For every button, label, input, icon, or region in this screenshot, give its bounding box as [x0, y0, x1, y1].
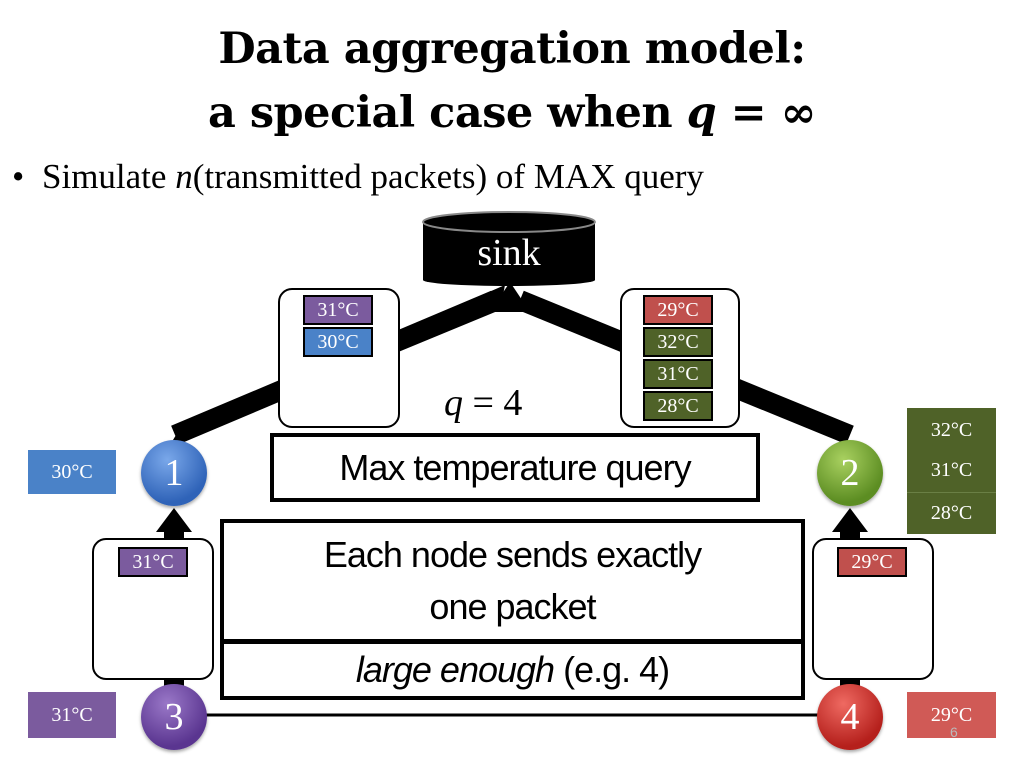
side-chip-node2-2: 28°C: [907, 492, 996, 533]
chip-node2-buffer-1: 32°C: [643, 327, 713, 357]
chip-node2-buffer-2: 31°C: [643, 359, 713, 389]
chip-node1-buffer-1: 30°C: [303, 327, 373, 357]
bullet-dot-icon: •: [12, 157, 25, 196]
sink-label: sink: [477, 232, 541, 274]
page-number: 6: [950, 724, 958, 740]
slide-title-line-1: Data aggregation model:: [0, 24, 1024, 74]
query-box: Max temperature query: [270, 433, 760, 502]
bullet-text-suffix: (transmitted packets) of MAX query: [192, 157, 704, 196]
large-enough-text: large enough: [355, 649, 555, 690]
bullet-text-prefix: Simulate: [42, 157, 176, 196]
side-chip-node2-group: 32°C 31°C 28°C: [907, 408, 996, 534]
q-formula: q = 4: [444, 380, 564, 426]
node-1: 1: [141, 440, 207, 506]
chip-node2-buffer-0: 29°C: [643, 295, 713, 325]
chip-node2-buffer-3: 28°C: [643, 391, 713, 421]
side-chip-node3: 31°C: [28, 692, 116, 738]
side-chip-node4: 29°C: [907, 692, 996, 738]
q-variable: q: [444, 382, 463, 424]
node-3: 3: [141, 684, 207, 750]
chip-node4-buffer-0: 29°C: [837, 547, 907, 577]
note-box-line-2: one packet: [429, 586, 596, 627]
node-2: 2: [817, 440, 883, 506]
title-text-prefix: a special case when: [208, 88, 687, 138]
arrowhead-to-node1: [156, 508, 192, 532]
arrowhead-to-node2: [832, 508, 868, 532]
chip-node1-buffer-0: 31°C: [303, 295, 373, 325]
side-chip-node2-0: 32°C: [930, 419, 973, 441]
example-text: (e.g. 4): [554, 649, 670, 690]
note-box: Each node sends exactly one packet: [220, 519, 805, 643]
slide-title-line-2: a special case when q = ∞: [0, 88, 1024, 138]
note-box-line-1: Each node sends exactly: [323, 534, 702, 575]
title-text: Data aggregation model:: [218, 24, 806, 74]
bullet-variable: n: [175, 157, 193, 196]
q-value: = 4: [463, 382, 523, 424]
side-chip-node1: 30°C: [28, 450, 116, 494]
arrowhead-to-sink: [490, 282, 530, 312]
title-variable: q: [686, 88, 717, 138]
query-box-text: Max temperature query: [339, 447, 691, 488]
node-4: 4: [817, 684, 883, 750]
bullet-point: • Simulate n(transmitted packets) of MAX …: [12, 154, 704, 200]
sink-icon: [422, 211, 596, 286]
chip-node3-buffer-0: 31°C: [118, 547, 188, 577]
side-chip-node2-1: 31°C: [930, 459, 973, 481]
large-enough-box: large enough (e.g. 4): [220, 640, 805, 700]
title-text-suffix: = ∞: [716, 88, 817, 138]
